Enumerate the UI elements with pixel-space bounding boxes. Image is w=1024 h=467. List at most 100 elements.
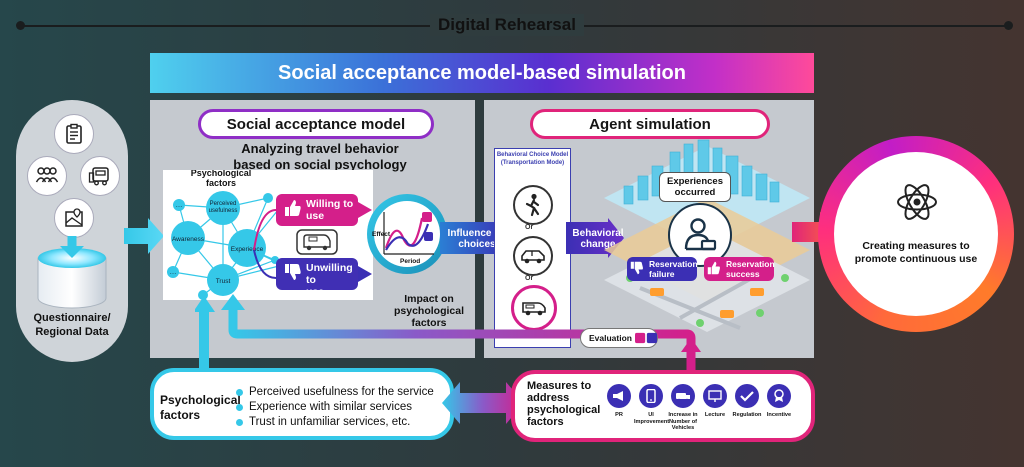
node-trust-label: Trust — [216, 278, 231, 285]
willing-label: Willing to — [306, 198, 354, 210]
evaluation-label: Evaluation — [589, 333, 632, 343]
network-to-willingness-arrows — [253, 202, 372, 282]
behavioral-change-line1: Behavioral — [572, 228, 624, 239]
city-vehicles — [650, 288, 764, 318]
map-pin-icon — [54, 198, 94, 238]
bcm-title-line2: (Transportation Mode) — [500, 160, 565, 166]
people-icon — [27, 156, 67, 196]
node-ellipsis-2: … — [170, 269, 177, 276]
social-acceptance-subtitle-line2: based on social psychology — [233, 157, 407, 172]
measure-label-line2: Number of — [669, 418, 697, 425]
or-separator-1: Or — [525, 224, 534, 231]
node-ellipsis-1: … — [176, 202, 183, 209]
outcome-label: Creating measures to — [862, 240, 970, 252]
psychological-factors-title-line2: factors — [160, 408, 201, 422]
reservation-failure-tag: Reservation failure — [627, 257, 698, 281]
measure-label-line1: UI — [648, 412, 654, 418]
measure-label: PR — [602, 412, 636, 419]
behavioral-change-line2: change — [580, 239, 616, 250]
influence-on-choices-label: Influence on choices — [445, 228, 509, 250]
reservation-failure-line2: failure — [649, 268, 675, 279]
reservation-success-line2: success — [726, 268, 760, 279]
on-demand-bus-icon — [296, 229, 338, 255]
walking-person-icon — [513, 185, 553, 225]
social-acceptance-model-title: Social acceptance model — [198, 109, 434, 139]
feedback-loop-arrows — [195, 294, 701, 370]
reservation-failure-line1: Reservation — [649, 259, 698, 269]
smartphone-icon — [639, 384, 663, 408]
willing-to-use-callout: Willing to use — [276, 194, 358, 226]
data-source-label: Questionnaire/ — [33, 312, 111, 324]
measure-label-line2: Improvement — [634, 418, 670, 425]
reservation-success-line1: Reservation — [726, 259, 775, 269]
megaphone-icon — [607, 384, 631, 408]
measure-label: Incentive — [762, 412, 796, 419]
experiences-line2: occurred — [674, 187, 716, 198]
clipboard-icon — [54, 114, 94, 154]
measure-label-line1: Lecture — [704, 412, 726, 418]
impact-label-line3: factors — [411, 317, 447, 329]
atom-icon — [897, 184, 937, 220]
chart-period-label: Period — [400, 258, 420, 265]
bidirectional-arrow — [442, 382, 524, 424]
evaluation-tag: Evaluation — [580, 328, 658, 348]
outcome-circle — [834, 152, 998, 316]
impact-chart: Effect Period — [367, 194, 447, 274]
chart-thumb-down-mark — [424, 232, 433, 241]
data-source-label-line2: Regional Data — [35, 326, 109, 338]
node-awareness-label: Awareness — [172, 236, 205, 243]
data-cylinder-icon — [37, 236, 107, 309]
timeline-end-dot — [1004, 21, 1013, 30]
measure-label-line1: Regulation — [732, 412, 762, 418]
measure-label: Regulation — [730, 412, 764, 419]
timeline-start-dot — [16, 21, 25, 30]
header-title: Digital Rehearsal — [430, 14, 584, 36]
checkmark-icon — [735, 384, 759, 408]
agent-simulation-title: Agent simulation — [530, 109, 770, 139]
measures-title-line3: psychological — [527, 404, 601, 416]
influence-arrow — [440, 218, 510, 258]
influence-line1: Influence on — [447, 228, 507, 239]
experiences-line1: Experiences — [667, 176, 723, 187]
psychological-factors-title: Psychological — [160, 393, 241, 407]
measures-title-line2: address — [527, 392, 570, 404]
impact-on-factors-label: Impact on psychological factors — [380, 293, 478, 329]
lecture-icon — [703, 384, 727, 408]
network-title-line2: factors — [206, 178, 236, 188]
psychological-factor-item: Trust in unfamiliar services, etc. — [236, 416, 410, 428]
or-separator-2: Or — [525, 275, 534, 282]
behavioral-change-label: Behavioral change — [568, 228, 628, 250]
measures-title: Measures to — [527, 380, 592, 392]
reservation-failure-thumb-icon — [630, 261, 643, 275]
social-acceptance-subtitle: Analyzing travel behavior — [241, 141, 399, 156]
car-icon — [513, 236, 553, 276]
measure-label: Lecture — [698, 412, 732, 419]
impact-label-line2: psychological — [393, 305, 465, 317]
thumbs-up-icon — [285, 200, 301, 216]
willing-label-line2: use — [306, 210, 325, 222]
unwilling-to-use-callout: Unwilling to use — [276, 258, 358, 298]
measure-label-line1: PR — [615, 412, 623, 418]
vehicles-icon — [671, 384, 695, 408]
network-title: Psychological — [191, 170, 252, 178]
unwilling-label: Unwilling to — [306, 262, 353, 286]
psychological-factor-item: Experience with similar services — [236, 401, 412, 413]
psychological-factor-item: Perceived usefulness for the service — [236, 386, 434, 398]
input-arrow — [124, 218, 164, 254]
incentive-icon — [767, 384, 791, 408]
experiences-occurred-label: Experiences occurred — [659, 172, 731, 202]
evaluation-thumbs-icon — [634, 332, 657, 344]
measures-title-line4: factors — [527, 416, 564, 428]
reservation-success-thumb-icon — [707, 261, 720, 275]
chart-line-indigo — [385, 223, 430, 251]
unwilling-label-line2: use — [306, 286, 325, 298]
measure-label-line1: Increase in — [668, 412, 698, 418]
chart-effect-label: Effect — [372, 231, 391, 238]
chart-thumb-up-mark — [422, 212, 432, 222]
measure-label-line3: Vehicles — [671, 425, 695, 431]
simulation-banner: Social acceptance model-based simulation — [150, 53, 814, 93]
measure-label-line1: Incentive — [766, 412, 792, 418]
